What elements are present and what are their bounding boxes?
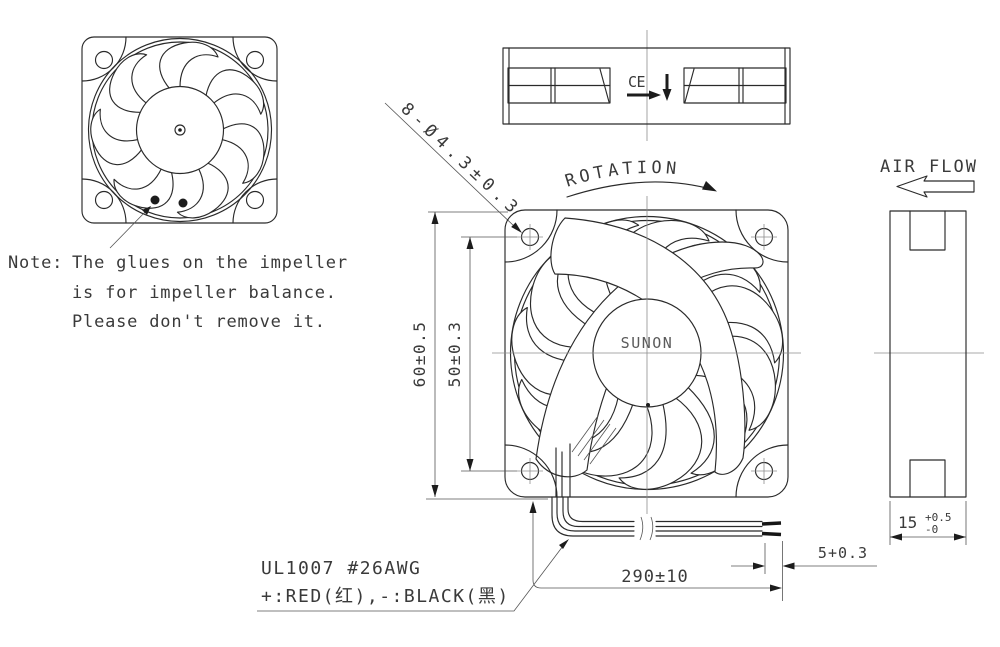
rear-housing-ring (87, 37, 273, 223)
wire-length-dimension: 290±10 (529, 501, 782, 592)
frame-height-dimension: 60±0.5 (410, 321, 429, 388)
wire-spec-block: UL1007 #26AWG +:RED(红),-:BLACK(黑) (257, 539, 569, 612)
mounting-holes-dimension: 8-Ø4.3±0.3 (397, 99, 526, 221)
glue-dot (150, 195, 160, 205)
air-flow-label: AIR FLOW (880, 157, 978, 177)
rotation-arrow-icon (702, 181, 717, 192)
front-strut (535, 241, 764, 478)
callout-leader-line (384, 102, 516, 228)
hole-pitch-dimension: 50±0.3 (445, 321, 464, 388)
air-flow-indicator: AIR FLOW (880, 157, 978, 198)
thickness-value: 15 (898, 513, 917, 532)
note-line-1: The glues on the impeller (72, 253, 348, 273)
direction-arrow-right-head-icon (649, 90, 661, 100)
dim-arrow-icon (466, 237, 474, 249)
dim-arrow-icon (954, 533, 966, 541)
strip-length-value: 5+0.3 (818, 544, 868, 562)
wire-spec-arrow-icon (559, 539, 569, 549)
callout-arrow-icon (511, 222, 522, 233)
rotation-arc (566, 181, 715, 198)
wire-spec-line-2: +:RED(红),-:BLACK(黑) (261, 586, 510, 607)
strip-length-dimension: 5+0.3 (731, 541, 877, 601)
right-side-view (874, 210, 984, 498)
wire-length-value: 290±10 (621, 567, 688, 587)
front-corner-arc (504, 209, 558, 263)
rear-view (81, 36, 278, 227)
rotation-label: ROTATION (563, 158, 681, 192)
dim-arrow-icon (431, 485, 439, 497)
thickness-tol-minus: -0 (925, 523, 938, 536)
wire-break-marks (639, 516, 654, 541)
wire-outline (551, 496, 763, 537)
dim-arrow-icon (466, 459, 474, 471)
rear-corner-arc (232, 178, 278, 224)
dim-arrow-icon (770, 584, 782, 592)
side-view-frame (889, 210, 967, 498)
wire-stripped-tip (761, 531, 782, 537)
dim-arrow-icon (782, 562, 795, 570)
rotation-indicator: ROTATION (563, 158, 717, 198)
wire-spec-leader (257, 541, 567, 612)
front-mount-holes (517, 224, 777, 484)
wire-outline (567, 496, 763, 523)
wire-bundle-hatch (571, 415, 617, 465)
front-frame (504, 209, 789, 498)
rear-mount-hole (94, 190, 114, 210)
front-corner-arc (735, 444, 789, 498)
dim-arrow-icon (529, 501, 537, 513)
top-view-frame (502, 47, 791, 125)
mounting-hole-callout: 8-Ø4.3±0.3 (384, 99, 526, 233)
front-corner-arc (504, 444, 558, 498)
front-view: SUNON (492, 196, 801, 514)
rear-shaft-hole (174, 124, 186, 136)
side-view-notch-bottom (909, 459, 946, 498)
note-leader-arrow-icon (142, 206, 151, 215)
top-side-view: CE (502, 30, 791, 141)
lead-wires (551, 496, 782, 541)
note-line-2: is for impeller balance. (72, 283, 337, 303)
wire-outline (556, 496, 763, 532)
rotation-label-text: ROTATION (563, 158, 677, 192)
dim-arrow-icon (753, 562, 765, 570)
glue-dot (178, 198, 188, 208)
air-flow-arrow-icon (896, 175, 975, 198)
front-strut (550, 217, 746, 475)
rear-mount-hole (245, 50, 265, 70)
rear-mount-hole (245, 190, 265, 210)
left-dimensions: 60±0.5 50±0.3 (410, 211, 548, 500)
rear-frame (81, 36, 278, 224)
thickness-dimension: 15 +0.5 -0 (889, 501, 967, 545)
rear-shaft-center (178, 128, 182, 132)
note-label: Note: (8, 253, 63, 273)
rear-corner-arc (232, 36, 278, 82)
wire-stripped-tip (761, 521, 782, 526)
dim-arrow-icon (890, 533, 902, 541)
wire-outline (562, 496, 763, 528)
note-line-3: Please don't remove it. (72, 312, 326, 332)
front-corner-arc (735, 209, 789, 263)
direction-arrow-down-head-icon (662, 89, 672, 101)
rear-mount-hole (94, 50, 114, 70)
hub-mark (646, 403, 650, 407)
thickness-tol-plus: +0.5 (925, 511, 952, 524)
top-view-vent-left (507, 67, 611, 104)
note-leader-line (109, 209, 148, 249)
wire-spec-line-1: UL1007 #26AWG (261, 558, 421, 579)
note-block: Note: The glues on the impeller is for i… (8, 206, 348, 332)
ce-mark-icon: CE (628, 73, 646, 91)
brand-label: SUNON (621, 334, 674, 352)
dim-arrow-icon (431, 212, 439, 224)
side-view-notch-top (909, 210, 946, 251)
top-view-vent-right (683, 67, 787, 104)
